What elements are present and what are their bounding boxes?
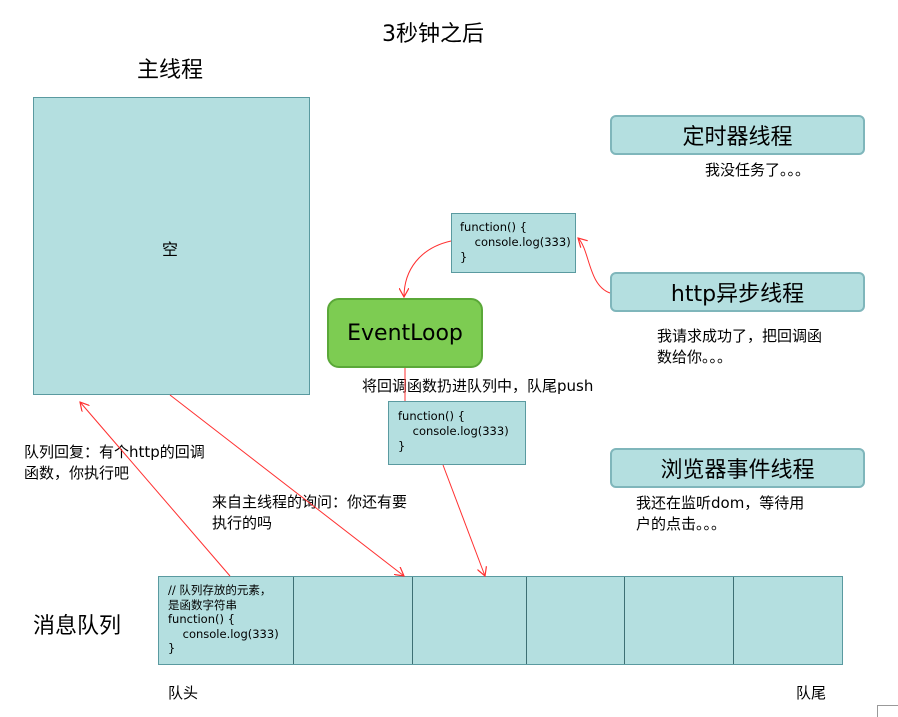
queue-tail-label: 队尾 bbox=[796, 684, 827, 702]
browser-event-thread-box: 浏览器事件线程 bbox=[610, 448, 865, 488]
callback-top-line2: console.log(333) bbox=[460, 235, 571, 249]
browser-event-thread-label: 浏览器事件线程 bbox=[660, 458, 815, 483]
page-corner-mark bbox=[877, 705, 898, 717]
browser-event-note-line1: 我还在监听dom，等待用 bbox=[636, 494, 805, 512]
http-thread-box: http异步线程 bbox=[610, 272, 865, 312]
arrow-callback-to-eventloop bbox=[404, 240, 452, 297]
message-queue-label: 消息队列 bbox=[33, 614, 122, 639]
timer-thread-label: 定时器线程 bbox=[682, 125, 793, 150]
http-thread-note-line2: 数给你。。。 bbox=[657, 348, 733, 366]
arrow-callback-to-queue bbox=[442, 464, 485, 576]
http-thread-note-line1: 我请求成功了，把回调函 bbox=[657, 327, 823, 345]
main-query-line1: 来自主线程的询问：你还有要 bbox=[212, 493, 408, 511]
timer-thread-note: 我没任务了。。。 bbox=[705, 161, 811, 179]
callback-box-mid: function() { console.log(333)} bbox=[388, 401, 526, 465]
queue-divider bbox=[733, 577, 734, 664]
callback-top-line3: } bbox=[460, 250, 468, 264]
http-thread-label: http异步线程 bbox=[670, 282, 805, 307]
queue-cell-line1: function() { bbox=[168, 612, 235, 626]
queue-cell-comment1: // 队列存放的元素， bbox=[168, 583, 272, 597]
queue-cell-line2: console.log(333) bbox=[168, 626, 279, 641]
event-loop-push-note: 将回调函数扔进队列中，队尾push bbox=[362, 377, 594, 395]
callback-top-line1: function() { bbox=[460, 220, 527, 234]
main-thread-label: 主线程 bbox=[137, 58, 204, 83]
browser-event-thread-note: 我还在监听dom，等待用 户的点击。。。 bbox=[636, 493, 804, 535]
queue-head-label: 队头 bbox=[168, 684, 199, 702]
arrow-main-query bbox=[169, 394, 404, 576]
main-query-line2: 执行的吗 bbox=[212, 514, 273, 532]
queue-divider bbox=[293, 577, 294, 664]
main-query-note: 来自主线程的询问：你还有要 执行的吗 bbox=[212, 492, 407, 534]
arrow-http-to-callback bbox=[578, 238, 611, 294]
main-thread-content: 空 bbox=[162, 240, 179, 259]
arrow-queue-reply bbox=[80, 402, 231, 577]
http-thread-note: 我请求成功了，把回调函 数给你。。。 bbox=[657, 326, 822, 368]
queue-divider bbox=[412, 577, 413, 664]
queue-divider bbox=[624, 577, 625, 664]
queue-cell-comment2: 是函数字符串 bbox=[168, 597, 237, 612]
timer-thread-box: 定时器线程 bbox=[610, 115, 865, 155]
queue-cell-line3: } bbox=[168, 641, 176, 655]
diagram-title: 3秒钟之后 bbox=[382, 22, 484, 47]
main-thread-box: 空 bbox=[33, 97, 310, 395]
event-loop-label: EventLoop bbox=[347, 320, 463, 346]
queue-reply-note: 队列回复：有个http的回调 函数，你执行吧 bbox=[24, 442, 205, 484]
callback-box-top: function() { console.log(333)} bbox=[451, 213, 576, 273]
queue-reply-line1: 队列回复：有个http的回调 bbox=[24, 443, 205, 461]
browser-event-note-line2: 户的点击。。。 bbox=[636, 515, 727, 533]
queue-reply-line2: 函数，你执行吧 bbox=[24, 464, 130, 482]
callback-mid-line2: console.log(333) bbox=[398, 424, 509, 438]
event-loop-box: EventLoop bbox=[327, 298, 483, 368]
queue-divider bbox=[526, 577, 527, 664]
callback-mid-line3: } bbox=[398, 439, 406, 453]
callback-mid-line1: function() { bbox=[398, 409, 465, 423]
